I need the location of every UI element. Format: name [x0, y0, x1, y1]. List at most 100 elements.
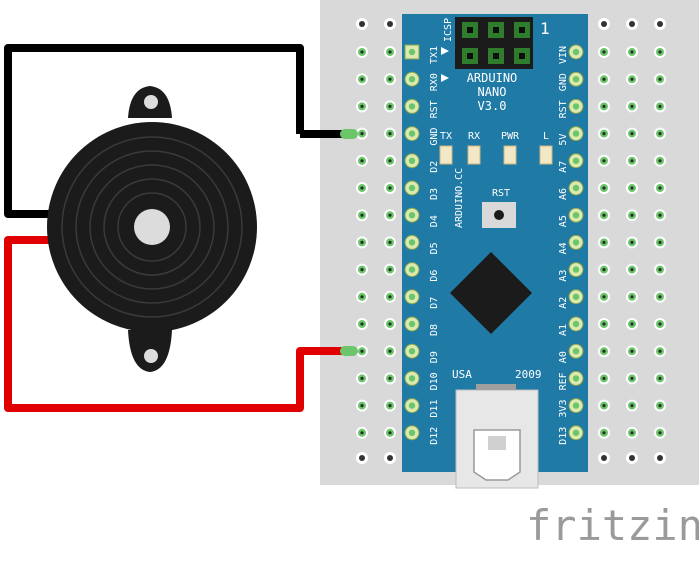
breadboard-hole-center: [360, 104, 364, 108]
breadboard-hole-center: [630, 50, 634, 54]
breadboard-hole-center: [359, 21, 365, 27]
pin-label-left: D3: [429, 188, 440, 200]
breadboard-hole-center: [630, 132, 634, 136]
header-pin-hole: [408, 212, 416, 219]
arrow-rx-icon: [441, 74, 449, 82]
header-pin-hole: [408, 429, 416, 436]
breadboard-hole-center: [387, 21, 393, 27]
breadboard-hole-center: [629, 455, 635, 461]
rst-button-label: RST: [492, 188, 510, 199]
header-pin-hole: [572, 184, 580, 192]
icsp-pin-center: [519, 53, 525, 59]
usa-label: USA: [452, 368, 472, 381]
breadboard-hole-center: [360, 376, 364, 380]
pin-label-right: VIN: [558, 46, 569, 64]
header-pin-hole: [408, 76, 416, 83]
header-pin-hole: [572, 130, 580, 137]
breadboard-hole-center: [658, 240, 662, 244]
header-pin-hole: [572, 76, 580, 83]
breadboard-hole-center: [388, 376, 392, 380]
icsp-pin-center: [467, 27, 473, 33]
header-pin-hole: [408, 320, 416, 328]
pin-label-right: GND: [558, 73, 569, 91]
icsp-pin-center: [493, 53, 499, 59]
breadboard-hole-center: [602, 159, 606, 163]
breadboard-hole-center: [658, 132, 662, 136]
breadboard-hole-center: [388, 240, 392, 244]
breadboard-hole-center: [388, 104, 392, 108]
breadboard-hole-center: [360, 268, 364, 272]
breadboard-hole-center: [602, 349, 606, 353]
breadboard-hole-center: [602, 77, 606, 81]
led-label: TX: [440, 131, 452, 142]
breadboard-hole-center: [630, 431, 634, 435]
led: [539, 145, 553, 165]
breadboard-hole-center: [658, 77, 662, 81]
pin-label-right: A5: [558, 215, 569, 227]
led: [439, 145, 453, 165]
breadboard-hole-center: [360, 159, 364, 163]
breadboard-hole-center: [602, 50, 606, 54]
header-pin-hole: [572, 239, 580, 246]
breadboard-holes: [356, 18, 666, 464]
pin-label-right: A6: [558, 188, 569, 200]
pin-label-left: D4: [429, 215, 440, 227]
pin-label-right: RST: [558, 100, 569, 118]
breadboard-hole-center: [388, 404, 392, 408]
breadboard-hole-center: [630, 213, 634, 217]
breadboard-hole-center: [387, 455, 393, 461]
header-pin-hole: [408, 48, 416, 56]
header-pin-hole: [572, 348, 580, 355]
year-label: 2009: [515, 368, 542, 381]
breadboard-hole-center: [360, 322, 364, 326]
breadboard-hole-center: [601, 455, 607, 461]
usb-connector: [455, 384, 539, 489]
pin-label-left: RST: [429, 100, 440, 118]
breadboard-hole-center: [658, 104, 662, 108]
breadboard-hole-center: [360, 431, 364, 435]
breadboard-hole-center: [602, 132, 606, 136]
breadboard-hole-center: [658, 376, 662, 380]
pin-label-right: A3: [558, 270, 569, 282]
breadboard-hole-center: [388, 213, 392, 217]
board-title-3: V3.0: [478, 99, 507, 113]
header-pin-hole: [408, 375, 416, 382]
pin-label-left: D2: [429, 161, 440, 173]
header-pin-hole: [572, 293, 580, 300]
gnd-wire: [4, 44, 304, 218]
header-pin-hole: [572, 320, 580, 328]
pin-label-left: TX1: [429, 46, 440, 64]
breadboard-hole-center: [360, 186, 364, 190]
breadboard-hole-center: [388, 159, 392, 163]
header-pin-hole: [408, 348, 416, 355]
header-pin-hole: [572, 48, 580, 56]
led: [503, 145, 517, 165]
pin-label-left: D6: [429, 270, 440, 282]
breadboard-hole-center: [388, 268, 392, 272]
breadboard-hole-center: [360, 295, 364, 299]
breadboard-hole-center: [360, 132, 364, 136]
breadboard-hole-center: [359, 455, 365, 461]
breadboard-hole-center: [658, 431, 662, 435]
board-title-2: NANO: [478, 85, 507, 99]
breadboard-hole-center: [388, 295, 392, 299]
breadboard-hole-center: [360, 240, 364, 244]
breadboard-hole-center: [630, 77, 634, 81]
signal-wire-tip: [340, 346, 358, 356]
breadboard-hole-center: [657, 21, 663, 27]
breadboard-hole-center: [602, 295, 606, 299]
pin-label-right: 5V: [558, 134, 569, 146]
pin-label-left: RX0: [429, 73, 440, 91]
breadboard-hole-center: [360, 404, 364, 408]
breadboard-hole-center: [388, 322, 392, 326]
header-pin-hole: [572, 429, 580, 436]
breadboard-hole-center: [658, 213, 662, 217]
icsp-label: ICSP: [443, 18, 454, 42]
header-pin-hole: [572, 103, 580, 110]
breadboard-hole-center: [658, 186, 662, 190]
icsp-pin-center: [493, 27, 499, 33]
header-pin-hole: [408, 157, 416, 164]
pin-label-right: A4: [558, 242, 569, 254]
icsp-pins: [462, 22, 530, 64]
